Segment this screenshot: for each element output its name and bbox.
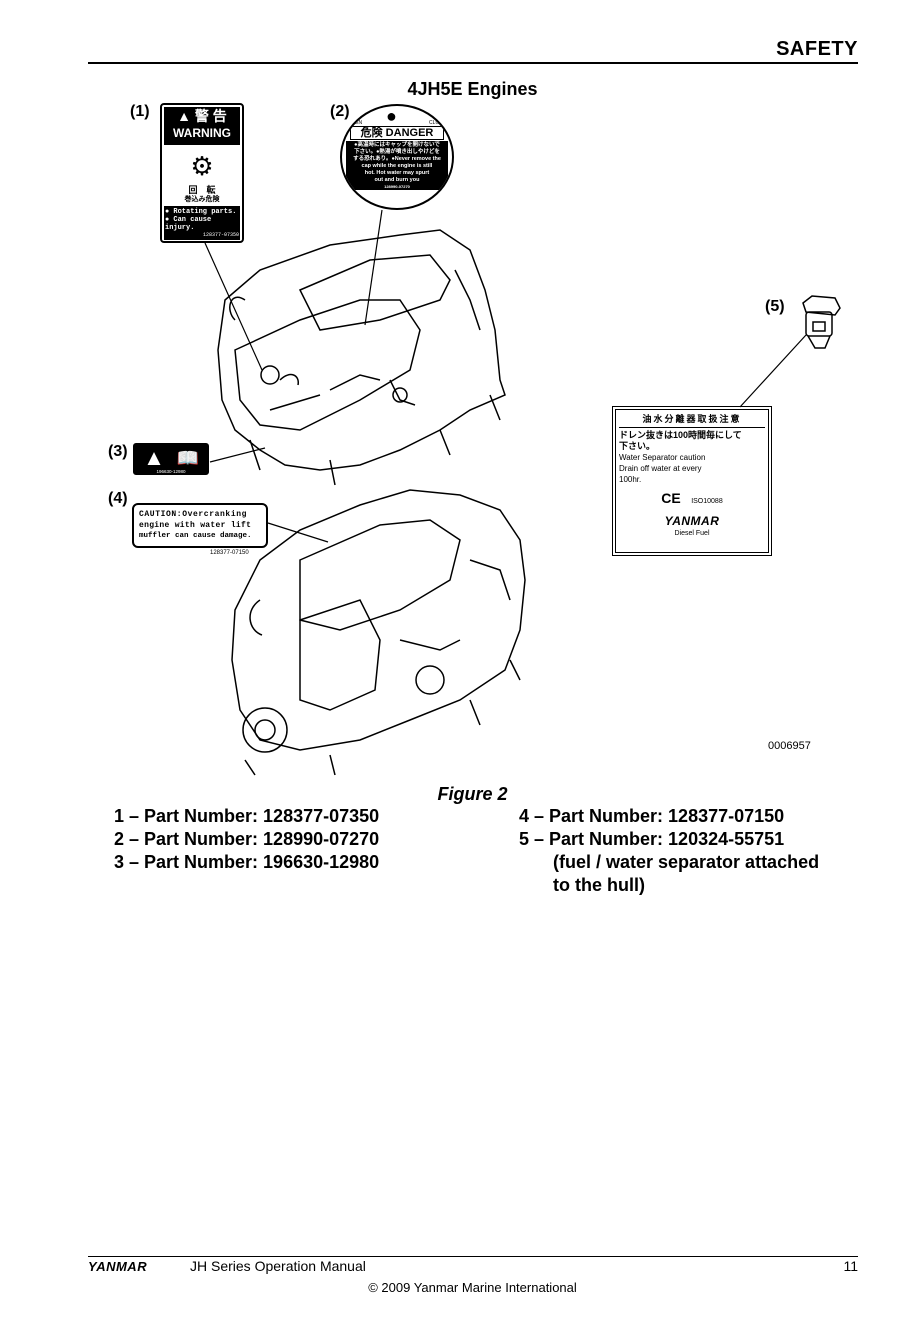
danger-jp-line2: 下さい。●熱湯が噴き出しやけどを: [354, 149, 440, 155]
warning-label: ▲ 警 告 WARNING ⚙ 回 転 巻込み危険 ● Rotating par…: [160, 103, 244, 243]
page-number: 11: [843, 1258, 858, 1274]
danger-line6: out and burn you: [374, 177, 420, 183]
separator-jp-title: 油水分離器取扱注意: [642, 414, 742, 424]
callout-1: (1): [130, 103, 150, 120]
danger-close: CLOSE: [429, 120, 446, 126]
danger-text: ●高温時にはキャップを開けないで 下さい。●熱湯が噴き出しやけどを する恐れあり…: [346, 141, 448, 190]
manual-label: ▲ 📖 196630-12980: [133, 443, 209, 475]
separator-fuel: Diesel Fuel: [674, 530, 710, 537]
separator-jp-line2: 下さい。: [619, 441, 656, 451]
lower-engine-block: [299, 519, 461, 631]
caution-line2: engine with water lift: [139, 521, 252, 530]
lower-engine-outline: [231, 489, 526, 751]
separator-iso: ISO10088: [691, 498, 723, 505]
separator-illustration: [802, 295, 841, 349]
danger-line5: hot. Hot water may spurt: [364, 170, 430, 176]
ce-mark: CE: [661, 490, 681, 506]
figure-heading: 4JH5E Engines: [407, 79, 538, 99]
danger-title: 危険 DANGER: [350, 126, 444, 140]
header-rule: [88, 62, 858, 64]
copyright: © 2009 Yanmar Marine International: [368, 1280, 577, 1295]
footer-manual-title: JH Series Operation Manual: [190, 1258, 366, 1274]
warning-part: 128377-07350: [202, 232, 239, 238]
warning-jp-text1: 回 転: [188, 185, 216, 195]
caution-part: 128377-07150: [210, 550, 249, 556]
lower-engine-cover: [299, 599, 381, 711]
caution-label: CAUTION:Overcranking engine with water l…: [132, 503, 268, 548]
legend-item-3: 3 – Part Number: 196630-12980: [114, 852, 380, 872]
footer-rule: [88, 1256, 858, 1257]
legend-right: 4 – Part Number: 128377-07150 5 – Part N…: [519, 805, 819, 897]
caution-line3: muffler can cause damage.: [139, 532, 252, 540]
callout-4: (4): [108, 490, 128, 507]
warning-line2: ● Can cause injury.: [165, 216, 212, 232]
upper-engine-cover: [234, 299, 421, 431]
upper-engine-outline: [217, 229, 506, 471]
separator-label: 油水分離器取扱注意 ドレン抜きは100時間毎にして 下さい。 Water Sep…: [612, 406, 772, 556]
engine-illustration: [204, 209, 841, 776]
callout-5: (5): [765, 298, 785, 315]
radiator-cap-icon: ●: [386, 106, 397, 126]
callout-2: (2): [330, 103, 350, 120]
figure-image-code: 0006957: [768, 740, 811, 752]
separator-line3: 100hr.: [619, 475, 642, 484]
separator-brand: YANMAR: [664, 514, 720, 528]
warning-title: WARNING: [173, 126, 231, 140]
separator-line1: Water Separator caution: [619, 453, 706, 462]
warning-line1: ● Rotating parts.: [165, 208, 237, 216]
danger-part: 128990-07270: [384, 184, 410, 189]
legend-left: 1 – Part Number: 128377-07350 2 – Part N…: [114, 805, 379, 874]
legend-item-5: 5 – Part Number: 120324-55751: [519, 829, 785, 849]
manual-part: 196630-12980: [156, 469, 186, 474]
section-title: SAFETY: [776, 38, 858, 60]
danger-line4: cap while the engine is still: [361, 163, 433, 169]
footer-brand-logo: YANMAR: [88, 1259, 148, 1274]
manual-book-icon: 📖: [176, 448, 200, 468]
figure-number: Figure 2: [437, 784, 508, 804]
warning-label-footer: ● Rotating parts. ● Can cause injury. 12…: [164, 206, 240, 240]
danger-open: OPEN: [348, 120, 363, 126]
warning-label-header: ▲ 警 告 WARNING: [164, 107, 240, 145]
danger-jp-line1: ●高温時にはキャップを開けないで: [354, 142, 440, 148]
legend-item-5-note-line1: (fuel / water separator attached: [553, 852, 820, 872]
danger-cap-row: OPEN ● CLOSE: [342, 106, 452, 126]
rotating-parts-icon: ⚙: [190, 151, 214, 181]
separator-cert-row: CE ISO10088: [619, 491, 765, 509]
caution-line1: CAUTION:Overcranking: [139, 510, 248, 519]
upper-engine-valve-cover: [298, 254, 451, 331]
legend-item-1: 1 – Part Number: 128377-07350: [114, 806, 380, 826]
separator-line2: Drain off water at every: [619, 464, 702, 473]
legend-item-2: 2 – Part Number: 128990-07270: [114, 829, 380, 849]
legend-item-4: 4 – Part Number: 128377-07150: [519, 806, 785, 826]
legend-item-5-note-line2: to the hull): [553, 875, 645, 895]
warning-jp-title: 警 告: [194, 108, 227, 124]
manual-warning-triangle-icon: ▲: [143, 445, 165, 470]
separator-jp-line1: ドレン抜きは100時間毎にして: [619, 430, 742, 440]
danger-jp-line3: する恐れあり。●Never remove the: [353, 156, 441, 162]
warning-jp-text2: 巻込み危険: [184, 196, 220, 203]
danger-label: OPEN ● CLOSE 危険 DANGER ●高温時にはキャップを開けないで …: [340, 104, 454, 210]
callout-3: (3): [108, 443, 128, 460]
warning-triangle-icon: ▲: [177, 108, 192, 124]
